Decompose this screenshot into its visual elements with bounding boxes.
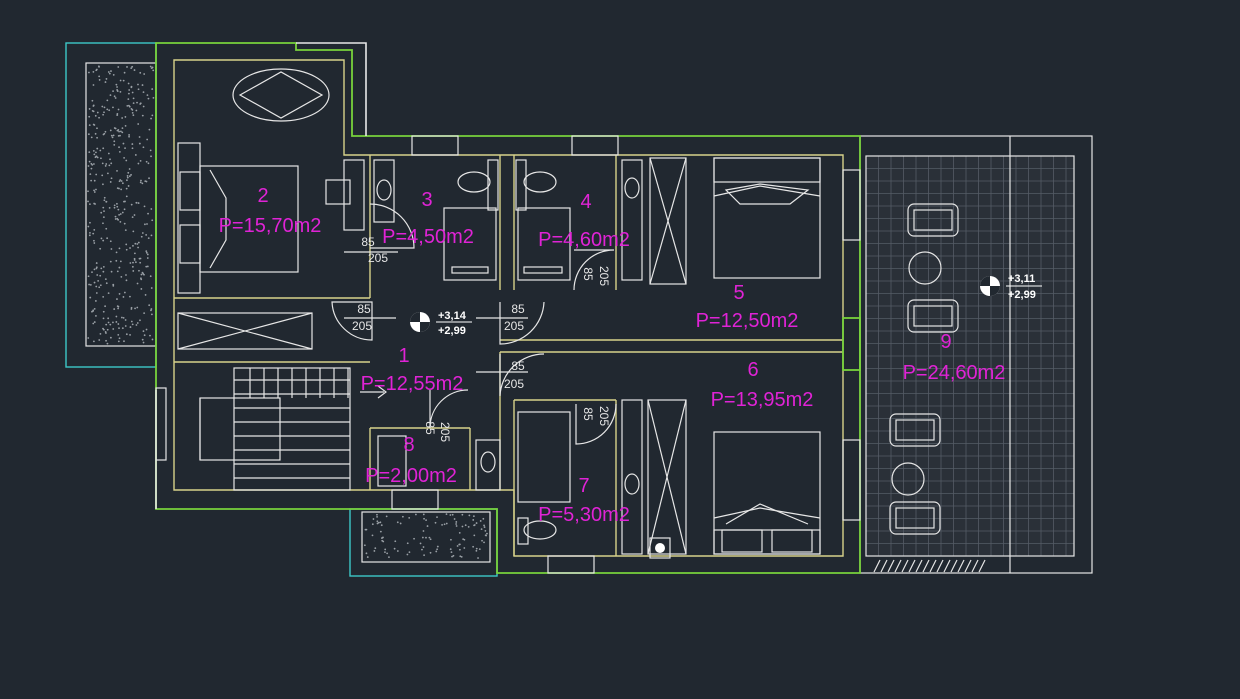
level-bottom: +2,99 — [438, 325, 466, 337]
room-area: P=24,60m2 — [903, 362, 1006, 384]
terrace-tiles — [859, 135, 1093, 574]
room-number: 6 — [747, 359, 758, 381]
door-tag-height: 205 — [597, 266, 611, 286]
level-marker: +3,14 +2,99 — [410, 310, 472, 337]
room-area: P=13,95m2 — [711, 389, 814, 411]
staircase — [199, 367, 387, 491]
room-5-furniture — [649, 157, 821, 285]
room-area: P=2,00m2 — [365, 465, 457, 487]
room-number: 7 — [578, 475, 589, 497]
room-number: 2 — [257, 185, 268, 207]
room-number: 5 — [733, 282, 744, 304]
room-6-furniture — [621, 399, 821, 559]
door-tag-width: 85 — [581, 407, 595, 421]
level-bottom: +2,99 — [1008, 289, 1036, 301]
door-swings — [331, 203, 617, 445]
room-area: P=12,50m2 — [696, 310, 799, 332]
door-tag-width: 85 — [423, 421, 437, 435]
room-area: P=12,55m2 — [361, 373, 464, 395]
room-labels: 1 P=12,55m2 2 P=15,70m2 3 P=4,50m2 4 P=4… — [219, 185, 1006, 526]
door-tag-height: 205 — [352, 319, 372, 333]
door-tag-height: 205 — [368, 251, 388, 265]
door-tag-height: 205 — [504, 377, 524, 391]
level-top: +3,11 — [1008, 273, 1035, 285]
door-tag-width: 85 — [361, 235, 375, 249]
room-area: P=15,70m2 — [219, 215, 322, 237]
door-tag-height: 205 — [504, 319, 524, 333]
door-tag-width: 85 — [511, 302, 525, 316]
door-tags: 85 205 85 205 85 205 85 205 85 205 85 20… — [352, 235, 611, 442]
room-area: P=4,50m2 — [382, 226, 474, 248]
exterior-walls — [155, 42, 861, 574]
windows — [155, 135, 861, 574]
room-2-furniture — [177, 68, 365, 350]
room-area: P=4,60m2 — [538, 229, 630, 251]
bathroom-fixtures — [373, 159, 643, 281]
room-area: P=5,30m2 — [538, 504, 630, 526]
level-marker: +3,11 +2,99 — [980, 273, 1042, 301]
door-tag-width: 85 — [357, 302, 371, 316]
door-tag-width: 85 — [581, 267, 595, 281]
terrace-furniture — [889, 203, 959, 535]
room-number: 8 — [403, 434, 414, 456]
left-planter — [65, 42, 157, 368]
room-7-8-fixtures — [377, 411, 571, 545]
level-top: +3,14 — [438, 310, 467, 322]
door-tag-height: 205 — [597, 406, 611, 426]
room-number: 9 — [940, 331, 951, 353]
interior-walls — [174, 155, 861, 556]
room-number: 1 — [398, 345, 409, 367]
room-number: 3 — [421, 189, 432, 211]
door-tag-width: 85 — [511, 359, 525, 373]
room-number: 4 — [580, 191, 591, 213]
bottom-planter — [349, 508, 498, 577]
door-tag-height: 205 — [438, 422, 452, 442]
